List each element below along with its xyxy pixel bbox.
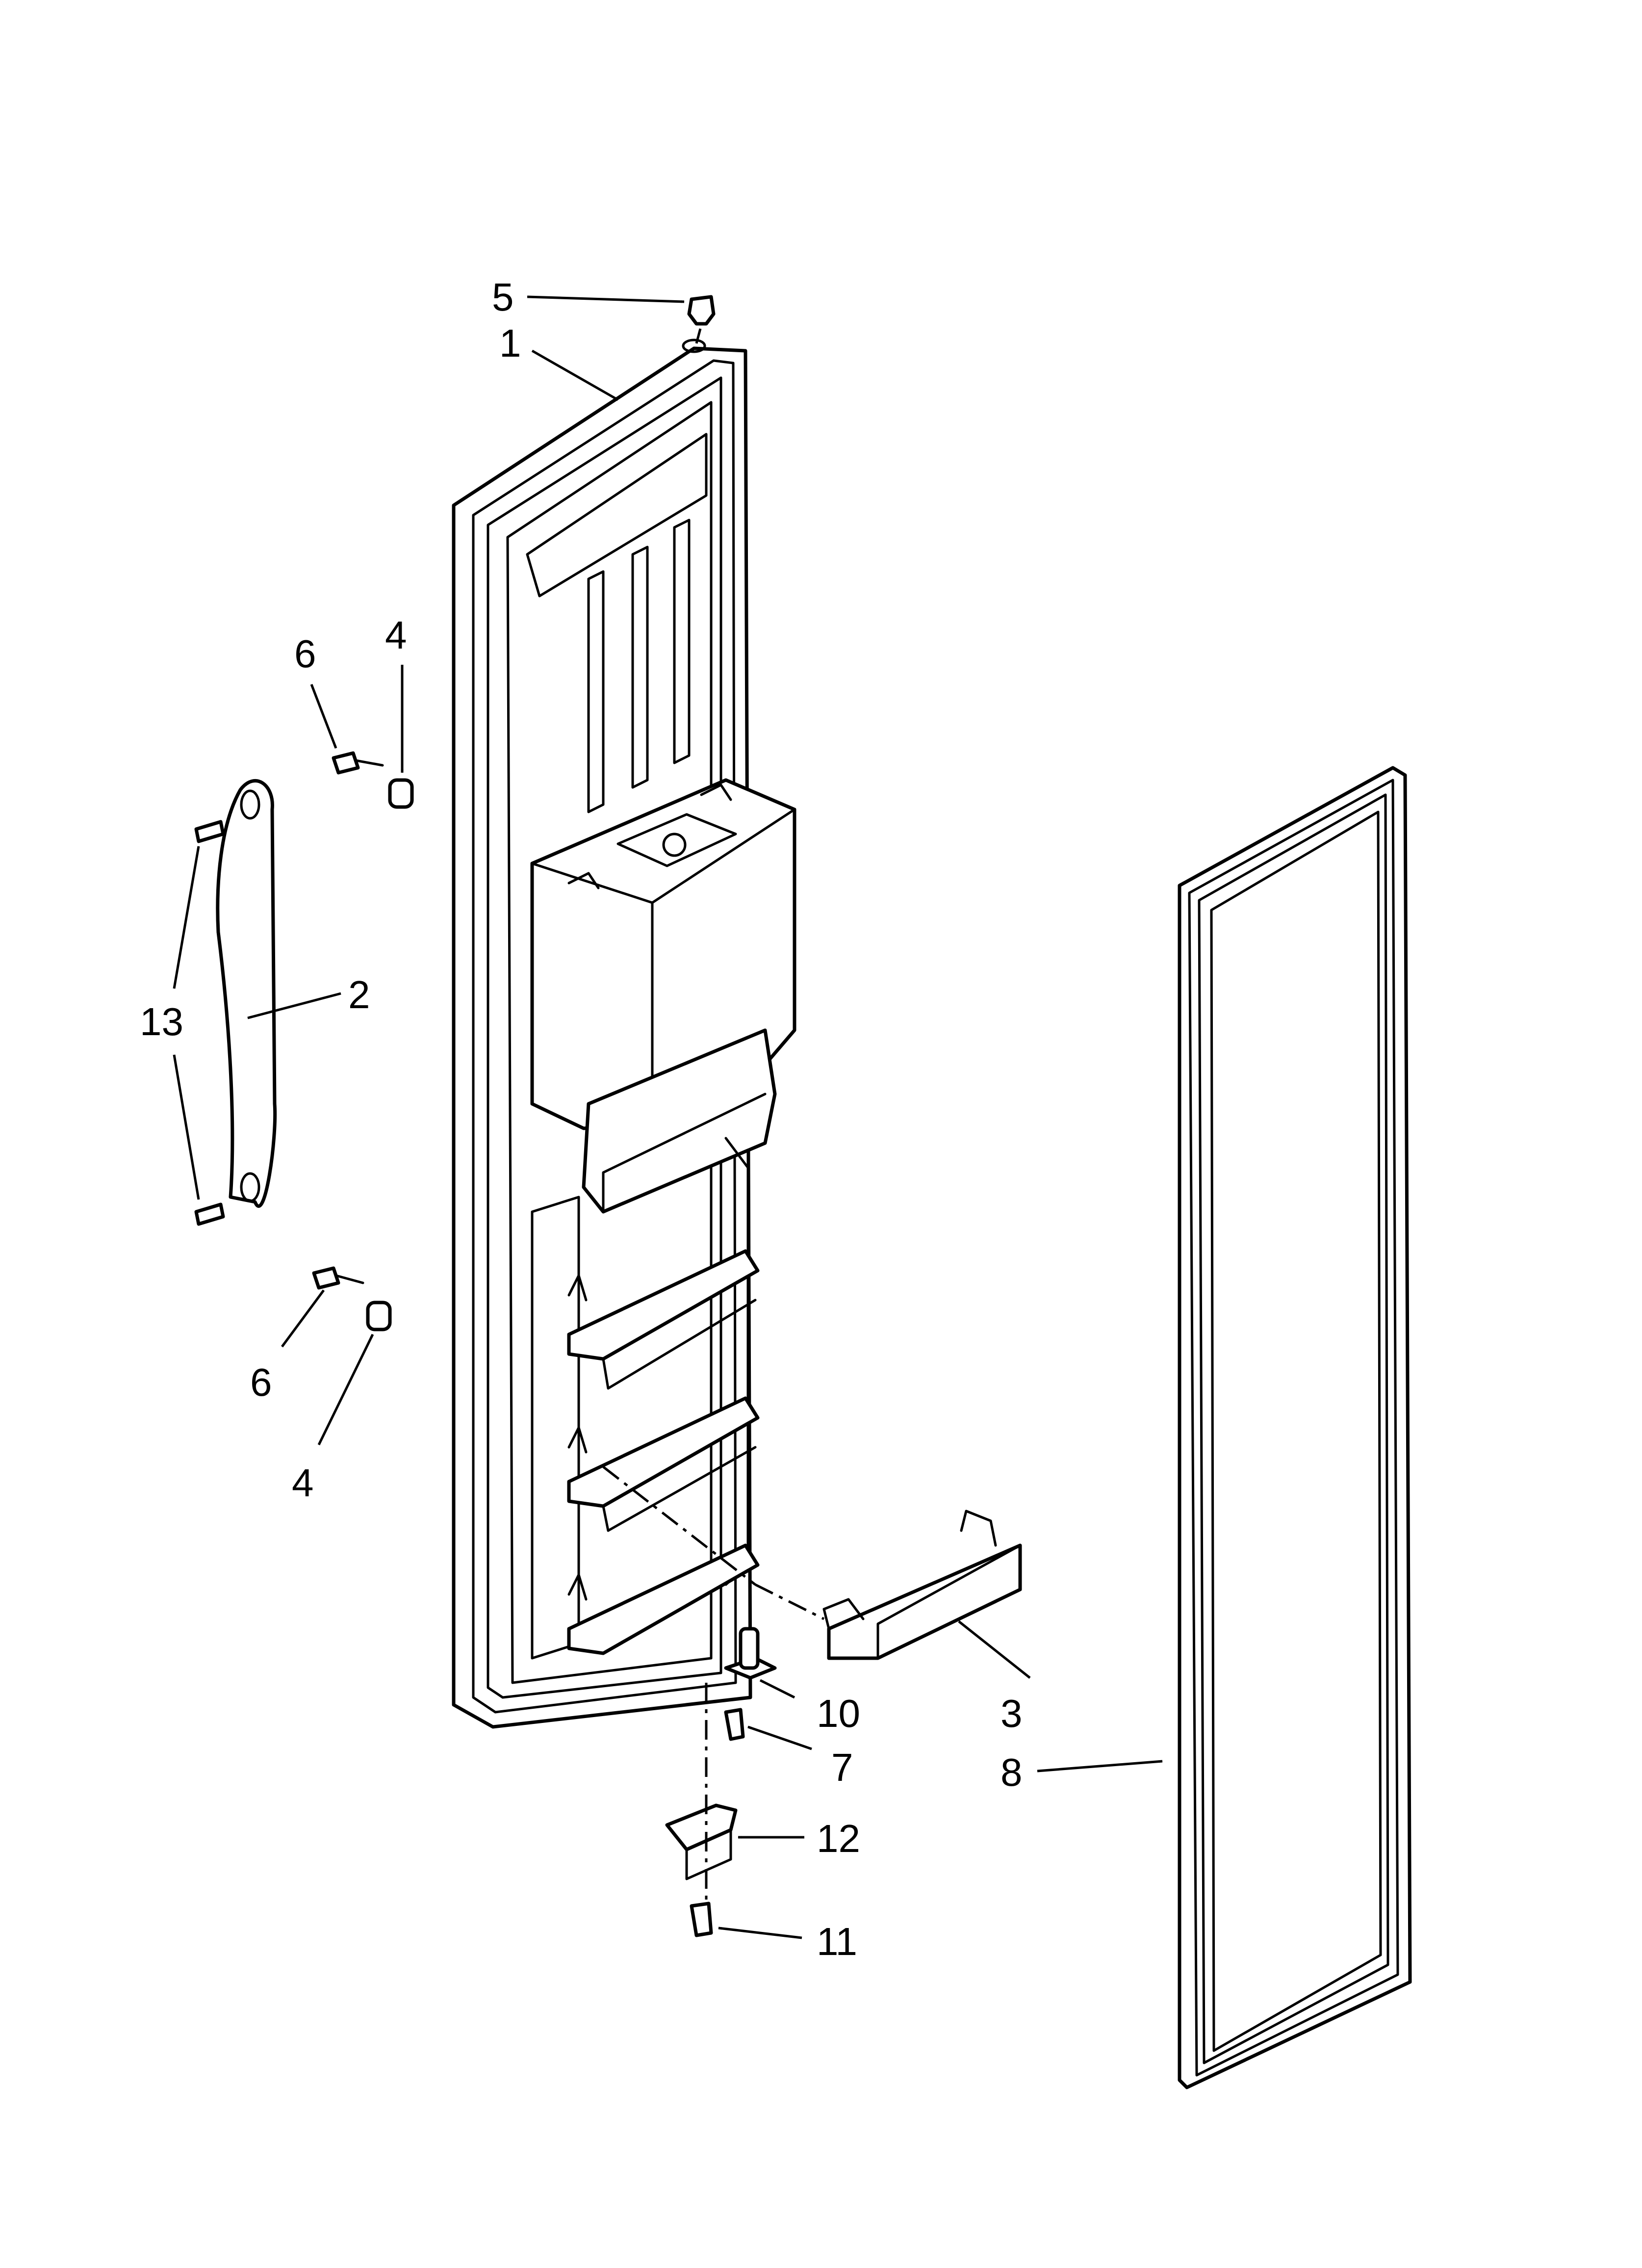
callout-10: 10 bbox=[817, 1692, 860, 1735]
door-gasket bbox=[1178, 766, 1412, 2089]
callout-8: 8 bbox=[1001, 1750, 1023, 1794]
callout-12: 12 bbox=[817, 1817, 860, 1860]
door-shelves bbox=[531, 1137, 760, 1660]
callout-13: 13 bbox=[140, 1000, 183, 1043]
callout-4-bottom: 4 bbox=[292, 1461, 314, 1505]
callout-1: 1 bbox=[499, 321, 521, 365]
callout-6-top: 6 bbox=[294, 632, 316, 676]
door-bin bbox=[822, 1510, 1022, 1660]
callout-2: 2 bbox=[348, 973, 370, 1017]
callout-6-bottom: 6 bbox=[250, 1360, 272, 1404]
callout-5: 5 bbox=[492, 275, 514, 319]
callout-7: 7 bbox=[831, 1746, 853, 1789]
assembly-lines bbox=[602, 328, 825, 1903]
callout-11: 11 bbox=[817, 1920, 857, 1963]
callout-labels: 5 1 6 4 2 13 6 4 10 3 7 8 12 11 bbox=[140, 275, 1023, 1963]
leader-lines bbox=[173, 295, 1163, 1939]
callout-3: 3 bbox=[1001, 1692, 1023, 1735]
hardware-parts bbox=[194, 295, 777, 1937]
door-handle bbox=[216, 779, 277, 1208]
dispenser-housing bbox=[530, 778, 796, 1214]
callout-4-top: 4 bbox=[385, 613, 407, 657]
